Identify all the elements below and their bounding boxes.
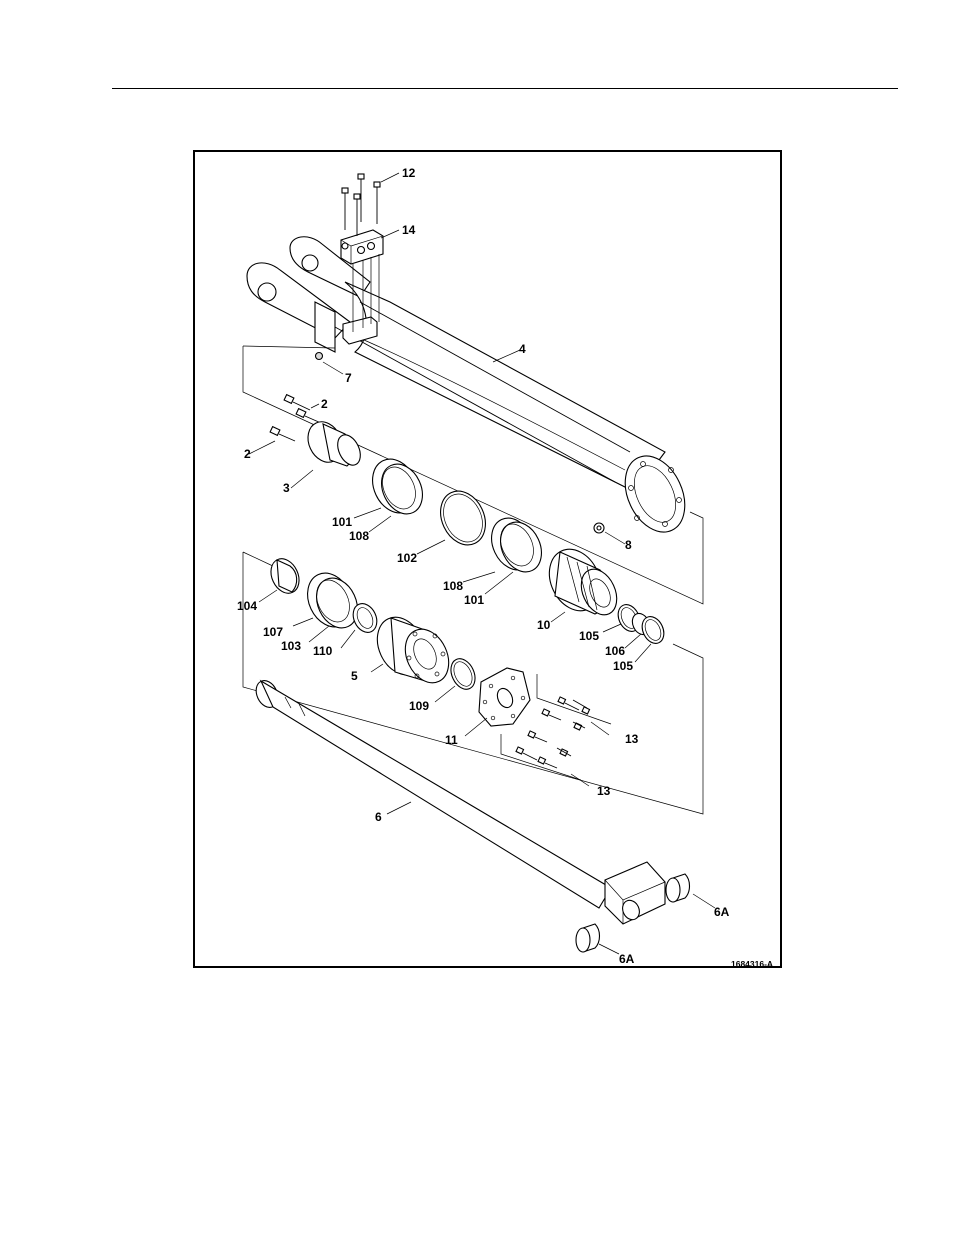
callout-105-upper: 105: [579, 629, 599, 643]
callout-4: 4: [519, 342, 526, 356]
callout-109: 109: [409, 699, 429, 713]
callout-101-lower: 101: [464, 593, 484, 607]
callout-104: 104: [237, 599, 257, 613]
callout-6: 6: [375, 810, 382, 824]
callout-2-upper: 2: [321, 397, 328, 411]
seals-104-107-103-110: [266, 554, 382, 636]
callout-3: 3: [283, 481, 290, 495]
callout-107: 107: [263, 625, 283, 639]
callout-108-lower: 108: [443, 579, 463, 593]
seal-rings-upper: [364, 452, 549, 579]
callout-108-upper: 108: [349, 529, 369, 543]
exploded-parts-diagram: 12 14 4 7 2 2 3 101 108 102 8 108 101 10…: [193, 150, 782, 968]
socket-head-screws-12: [342, 174, 380, 236]
piston-10: [540, 541, 624, 621]
piston-rod-6: [252, 677, 665, 924]
callout-13-lower: 13: [597, 784, 611, 798]
callout-2-lower: 2: [244, 447, 251, 461]
callout-10: 10: [537, 618, 551, 632]
callout-11: 11: [445, 733, 458, 747]
callout-8: 8: [625, 538, 632, 552]
gland-5: [368, 610, 457, 690]
callout-106: 106: [605, 644, 625, 658]
header-rule: [112, 88, 898, 89]
callout-101-upper: 101: [332, 515, 352, 529]
callout-102: 102: [397, 551, 417, 565]
callout-12: 12: [402, 166, 416, 180]
callout-5: 5: [351, 669, 358, 683]
callout-7: 7: [345, 371, 352, 385]
leader-lines: [249, 173, 715, 954]
callout-13-upper: 13: [625, 732, 639, 746]
callout-14: 14: [402, 223, 416, 237]
cylinder-illustration: 12 14 4 7 2 2 3 101 108 102 8 108 101 10…: [195, 152, 782, 968]
callout-6A-right: 6A: [714, 905, 730, 919]
callout-105-lower: 105: [613, 659, 633, 673]
drawing-number: 1684316-A: [731, 959, 773, 968]
seal-rings-105-106: [614, 601, 668, 647]
callout-110: 110: [313, 644, 333, 658]
callout-103: 103: [281, 639, 301, 653]
callout-6A-lower: 6A: [619, 952, 635, 966]
ring-109-plate-11: [446, 655, 530, 726]
cylinder-head-3: [302, 416, 365, 469]
plug-7: [316, 353, 323, 360]
